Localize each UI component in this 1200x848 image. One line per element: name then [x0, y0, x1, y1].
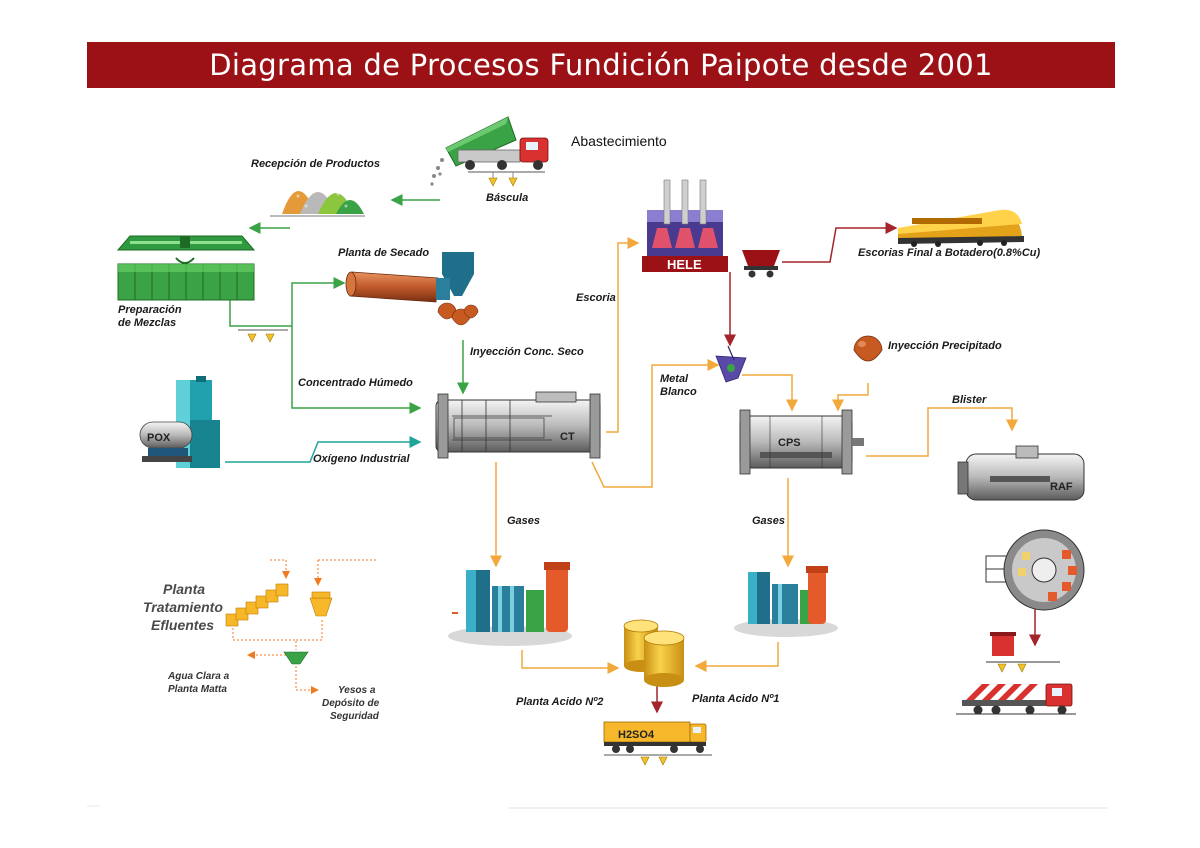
- dump-truck-icon: [430, 116, 549, 186]
- flow-white-metal: [591, 359, 720, 488]
- hele-furnace-icon: [642, 179, 728, 272]
- cps-converter-icon: [739, 409, 864, 475]
- label-yesos-2: Depósito de: [322, 698, 380, 709]
- h2so4-truck-icon: [603, 721, 712, 766]
- label-agua-clara-2: Planta Matta: [168, 684, 227, 695]
- label-concentrado-humedo: Concentrado Húmedo: [298, 377, 413, 389]
- h2so4-label: H2SO4: [618, 729, 655, 741]
- acid-plant-2-icon: [448, 562, 572, 646]
- label-gases-2: Gases: [752, 515, 785, 527]
- dryer-icon: [345, 252, 479, 326]
- page-title: Diagrama de Procesos Fundición Paipote d…: [209, 48, 993, 82]
- label-planta-acido-1: Planta Acido Nº1: [692, 693, 779, 705]
- flow-blister: [866, 407, 1018, 457]
- flow-oxygen: [225, 436, 422, 463]
- label-preparacion-1: Preparación: [118, 304, 182, 316]
- label-metal-blanco-2: Blanco: [660, 386, 697, 398]
- label-agua-clara-1: Agua Clara a: [167, 671, 230, 682]
- flow-to-cps: [742, 374, 798, 412]
- acid-storage-tanks-icon: [623, 619, 685, 687]
- label-oxigeno: Oxígeno Industrial: [313, 453, 411, 465]
- diagram-labels: Abastecimiento Recepción de Productos Bá…: [118, 133, 1040, 722]
- label-inyeccion-precipitado: Inyección Precipitado: [888, 340, 1002, 352]
- label-preparacion-2: de Mezclas: [118, 317, 176, 329]
- raf-furnace-icon: [957, 445, 1085, 501]
- ct-converter-icon: [435, 391, 601, 459]
- white-metal-ladle-icon: [715, 345, 747, 383]
- scale-icon: [468, 171, 545, 187]
- flow-wet-concentrate: [291, 326, 422, 414]
- mixing-bins-icon: [116, 235, 256, 301]
- label-planta-trat-3: Efluentes: [151, 617, 214, 633]
- label-gases-1: Gases: [507, 515, 540, 527]
- cps-label: CPS: [778, 437, 801, 449]
- precipitate-injector-icon: [853, 335, 883, 362]
- flow-slag-to-dump: [782, 222, 898, 263]
- oxygen-plant-icon: [139, 376, 220, 468]
- mixing-scale-icon: [238, 329, 288, 343]
- flow-acid2: [521, 650, 620, 674]
- slag-cart-icon: [742, 250, 780, 278]
- label-planta-trat-1: Planta: [163, 581, 205, 597]
- anode-truck-icon: [956, 632, 1076, 715]
- label-bascula: Báscula: [486, 192, 528, 204]
- effluent-plant-icon: [225, 583, 333, 665]
- label-planta-secado: Planta de Secado: [338, 247, 429, 259]
- flow-slag-to-hele: [606, 237, 640, 433]
- label-metal-blanco-1: Metal: [660, 373, 689, 385]
- label-blister: Blister: [952, 394, 987, 406]
- flow-lines: [225, 194, 1041, 714]
- ct-label: CT: [560, 431, 575, 443]
- casting-wheel-icon: [985, 529, 1085, 611]
- label-recepcion: Recepción de Productos: [251, 158, 380, 170]
- label-escoria: Escoria: [576, 292, 616, 304]
- label-yesos-1: Yesos a: [338, 685, 376, 696]
- flow-to-dryer: [291, 277, 346, 326]
- hele-label: HELE: [667, 257, 702, 272]
- flow-mixing-out: [229, 300, 292, 327]
- flow-acid1: [694, 642, 779, 672]
- pox-label: POX: [147, 432, 171, 444]
- label-abastecimiento: Abastecimiento: [571, 133, 667, 149]
- title-banner: Diagrama de Procesos Fundición Paipote d…: [87, 42, 1115, 88]
- label-planta-trat-2: Tratamiento: [143, 599, 223, 615]
- raf-label: RAF: [1050, 481, 1073, 493]
- train-icon: [898, 209, 1024, 247]
- label-yesos-3: Seguridad: [330, 711, 380, 722]
- product-piles-icon: [270, 188, 365, 217]
- label-inyeccion-conc: Inyección Conc. Seco: [470, 346, 584, 358]
- label-escorias-final: Escorias Final a Botadero(0.8%Cu): [858, 247, 1040, 259]
- label-planta-acido-2: Planta Acido Nº2: [516, 696, 603, 708]
- acid-plant-1-icon: [734, 566, 838, 637]
- flow-precipitate: [832, 383, 869, 412]
